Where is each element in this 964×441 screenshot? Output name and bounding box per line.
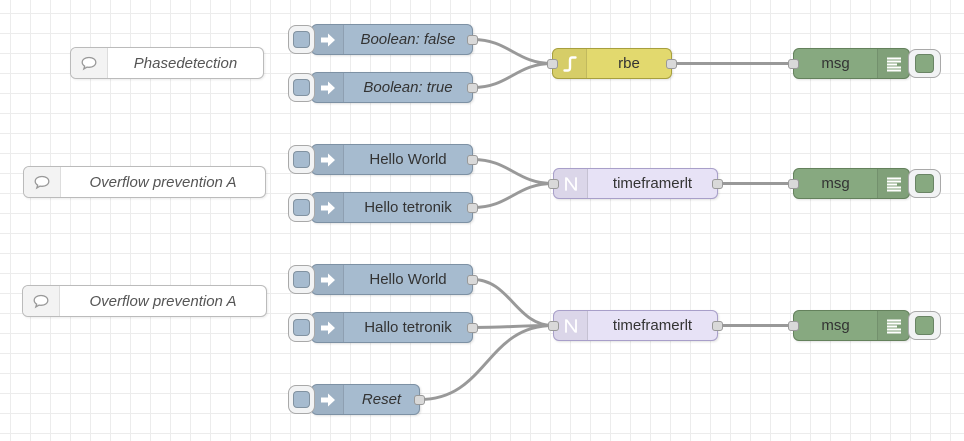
inject-button-pad xyxy=(293,31,310,48)
debug-label: msg xyxy=(821,175,850,192)
debug-toggle-button[interactable] xyxy=(908,169,941,198)
debug-list-icon xyxy=(877,169,909,198)
rbe-label: rbe xyxy=(618,55,640,72)
inject-arrow-icon xyxy=(312,265,344,294)
comment-bubble-icon xyxy=(71,48,108,78)
debug-toggle-pad xyxy=(915,54,934,73)
output-port[interactable] xyxy=(467,322,478,333)
wire[interactable] xyxy=(471,38,554,65)
wire[interactable] xyxy=(471,182,555,209)
wire[interactable] xyxy=(471,278,555,327)
output-port[interactable] xyxy=(467,82,478,93)
input-port[interactable] xyxy=(547,58,558,69)
inject-node-boolean-false[interactable]: Boolean: false xyxy=(288,24,478,55)
inject-arrow-icon xyxy=(312,25,344,54)
comment-node-phasedetection[interactable]: Phasedetection xyxy=(70,47,264,79)
debug-node-3[interactable]: msg xyxy=(788,310,941,341)
inject-label: Hello tetronik xyxy=(364,199,452,216)
comment-label: Overflow prevention A xyxy=(89,292,237,310)
timeframer-signal-icon xyxy=(554,311,588,340)
timeframer-signal-icon xyxy=(554,169,588,198)
inject-button-pad xyxy=(293,319,310,336)
output-port[interactable] xyxy=(712,178,723,189)
input-port[interactable] xyxy=(548,178,559,189)
debug-label: msg xyxy=(821,55,850,72)
inject-button[interactable] xyxy=(288,193,315,222)
inject-button-pad xyxy=(293,199,310,216)
comment-bubble-icon xyxy=(23,286,60,316)
debug-toggle-button[interactable] xyxy=(908,311,941,340)
wire[interactable] xyxy=(418,324,555,401)
debug-list-icon xyxy=(877,311,909,340)
output-port[interactable] xyxy=(467,154,478,165)
rbe-filter-icon xyxy=(553,49,587,78)
wire[interactable] xyxy=(471,62,554,89)
debug-toggle-pad xyxy=(915,174,934,193)
inject-arrow-icon xyxy=(312,193,344,222)
inject-button[interactable] xyxy=(288,385,315,414)
inject-arrow-icon xyxy=(312,145,344,174)
input-port[interactable] xyxy=(788,178,799,189)
timeframer-node-1[interactable]: timeframerlt xyxy=(548,168,723,199)
debug-toggle-pad xyxy=(915,316,934,335)
output-port[interactable] xyxy=(467,202,478,213)
inject-label: Hello World xyxy=(369,151,447,168)
inject-button[interactable] xyxy=(288,73,315,102)
inject-button-pad xyxy=(293,79,310,96)
inject-node-boolean-true[interactable]: Boolean: true xyxy=(288,72,478,103)
inject-button-pad xyxy=(293,271,310,288)
debug-node-2[interactable]: msg xyxy=(788,168,941,199)
input-port[interactable] xyxy=(548,320,559,331)
inject-label: Boolean: false xyxy=(360,31,456,48)
comment-label: Overflow prevention A xyxy=(89,173,237,191)
debug-toggle-button[interactable] xyxy=(908,49,941,78)
inject-button[interactable] xyxy=(288,313,315,342)
comment-label: Phasedetection xyxy=(133,54,238,72)
inject-arrow-icon xyxy=(312,385,344,414)
inject-button[interactable] xyxy=(288,265,315,294)
inject-node-hello-tetronik[interactable]: Hello tetronik xyxy=(288,192,478,223)
output-port[interactable] xyxy=(666,58,677,69)
input-port[interactable] xyxy=(788,320,799,331)
inject-label: Boolean: true xyxy=(363,79,453,96)
timeframer-label: timeframerlt xyxy=(612,175,693,192)
inject-button-pad xyxy=(293,391,310,408)
inject-button[interactable] xyxy=(288,25,315,54)
inject-button[interactable] xyxy=(288,145,315,174)
inject-node-hallo-tetronik[interactable]: Hallo tetronik xyxy=(288,312,478,343)
comment-bubble-icon xyxy=(24,167,61,197)
timeframer-node-2[interactable]: timeframerlt xyxy=(548,310,723,341)
debug-list-icon xyxy=(877,49,909,78)
input-port[interactable] xyxy=(788,58,799,69)
inject-node-hello-world-2[interactable]: Hello World xyxy=(288,264,478,295)
inject-label: Hallo tetronik xyxy=(364,319,452,336)
output-port[interactable] xyxy=(414,394,425,405)
inject-button-pad xyxy=(293,151,310,168)
output-port[interactable] xyxy=(467,274,478,285)
inject-arrow-icon xyxy=(312,73,344,102)
comment-node-overflow-prevention-a-2[interactable]: Overflow prevention A xyxy=(22,285,267,317)
inject-node-reset[interactable]: Reset xyxy=(288,384,425,415)
inject-arrow-icon xyxy=(312,313,344,342)
debug-label: msg xyxy=(821,317,850,334)
comment-node-overflow-prevention-a-1[interactable]: Overflow prevention A xyxy=(23,166,266,198)
debug-node-1[interactable]: msg xyxy=(788,48,941,79)
inject-label: Hello World xyxy=(369,271,447,288)
output-port[interactable] xyxy=(467,34,478,45)
output-port[interactable] xyxy=(712,320,723,331)
inject-node-hello-world-1[interactable]: Hello World xyxy=(288,144,478,175)
rbe-node[interactable]: rbe xyxy=(547,48,677,79)
wire[interactable] xyxy=(471,158,555,185)
timeframer-label: timeframerlt xyxy=(612,317,693,334)
inject-label: Reset xyxy=(361,391,402,408)
